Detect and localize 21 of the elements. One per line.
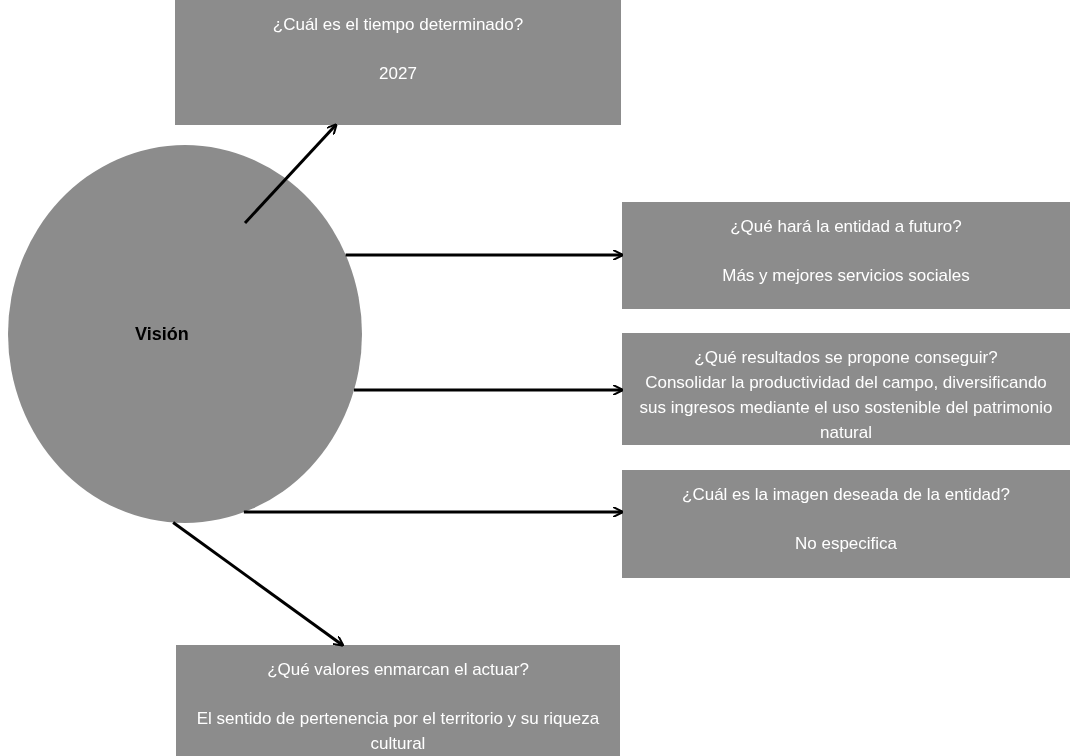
node-title: Visión	[135, 322, 189, 346]
answer-text: 2027	[379, 63, 417, 85]
question-text: ¿Cuál es la imagen deseada de la entidad?	[682, 484, 1010, 506]
text-box	[622, 470, 1070, 578]
text-box	[175, 0, 621, 125]
arrow	[353, 384, 625, 396]
arrow	[345, 249, 625, 261]
question-text: ¿Qué resultados se propone conseguir?	[694, 347, 998, 369]
answer-text: Más y mejores servicios sociales	[722, 265, 970, 287]
arrow	[172, 521, 345, 647]
text-box	[622, 333, 1070, 445]
question-text: ¿Qué valores enmarcan el actuar?	[267, 659, 529, 681]
answer-text: El sentido de pertenencia por el territorio y su riqueza cultural	[195, 708, 601, 755]
question-text: ¿Cuál es el tiempo determinado?	[272, 14, 524, 36]
text-box	[176, 645, 620, 756]
text-box	[622, 202, 1070, 309]
answer-text: Consolidar la productividad del campo, diversificando sus ingresos mediante el uso sostenible del patrimonio natural	[638, 372, 1054, 444]
question-text: ¿Qué hará la entidad a futuro?	[730, 216, 962, 238]
arrow	[243, 123, 338, 224]
arrow	[243, 506, 625, 518]
answer-text: No especifica	[794, 533, 898, 555]
